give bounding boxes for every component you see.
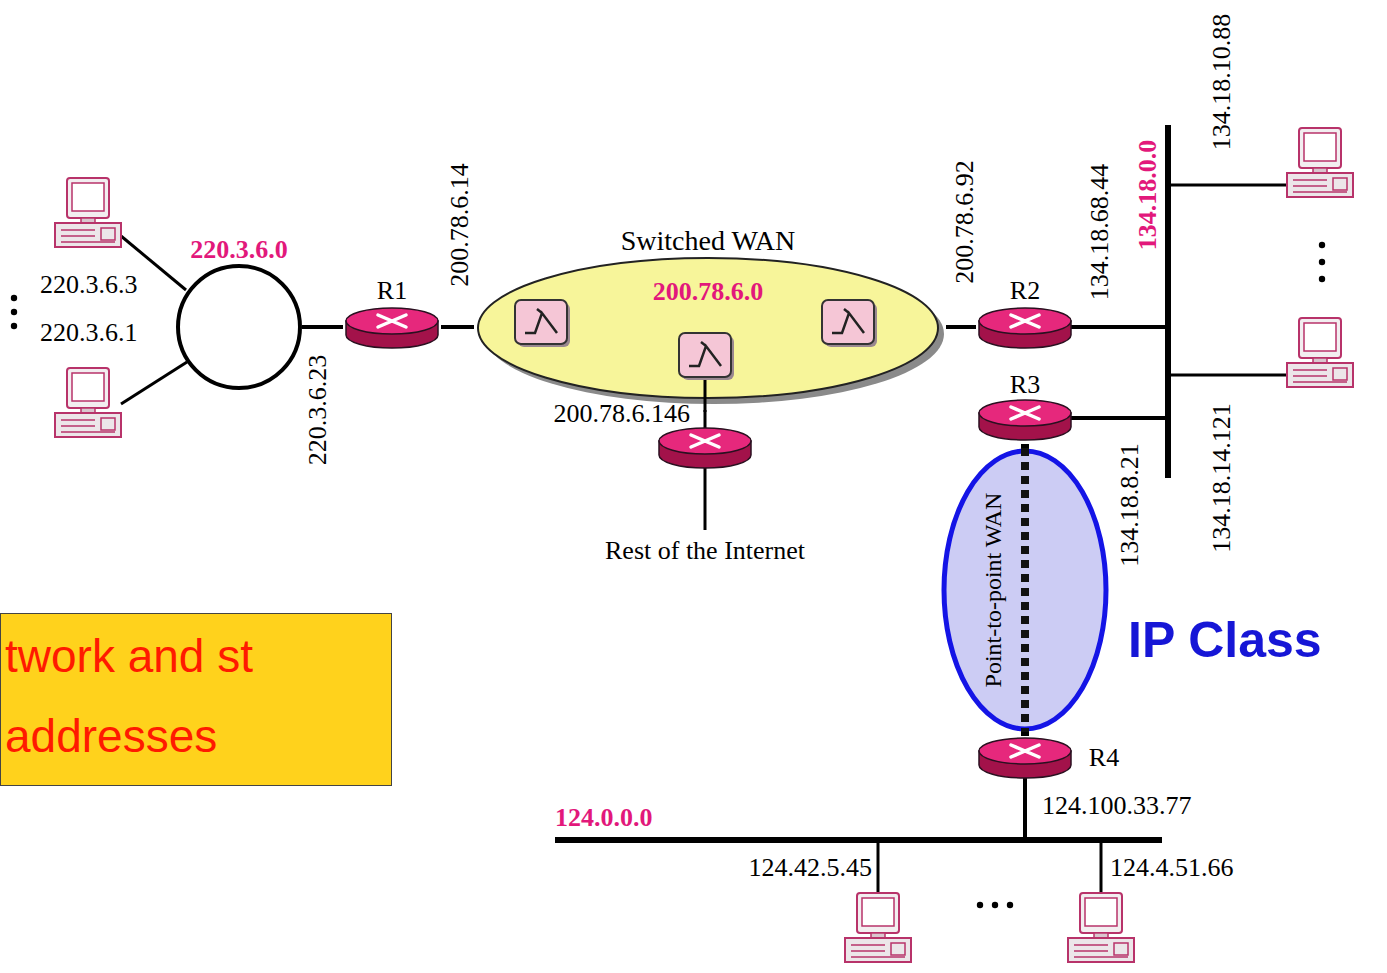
switch-symbol	[515, 300, 570, 347]
address-label: Rest of the Internet	[605, 538, 805, 564]
host-link	[1168, 184, 1288, 187]
router-shape	[977, 306, 1073, 352]
internet-link	[704, 466, 707, 530]
lan-bus	[555, 837, 1162, 843]
router-shape	[344, 306, 440, 352]
router-shape	[977, 736, 1073, 782]
address-label: 200.78.6.92	[952, 160, 978, 284]
router: R3	[976, 372, 1074, 444]
node-label: 200.78.6.0	[653, 278, 764, 307]
node-label: 220.3.6.0	[190, 236, 288, 265]
node-label: R1	[377, 277, 407, 306]
router-shape	[977, 398, 1073, 444]
address-label: 220.3.6.1	[40, 320, 138, 346]
address-label: 134.18.68.44	[1087, 164, 1113, 301]
router: R4	[979, 736, 1129, 782]
node-label: R3	[1010, 371, 1040, 400]
address-label: 220.3.6.3	[40, 272, 138, 298]
host-computer	[55, 178, 121, 247]
node-label: twork and st addresses	[5, 616, 389, 776]
node-label: Switched WAN	[621, 226, 795, 257]
more-dots	[11, 295, 17, 329]
router-symbol	[659, 428, 751, 468]
address-label: 134.18.8.21	[1117, 443, 1143, 567]
address-label: 134.18.14.121	[1209, 403, 1235, 553]
point-to-point-wan-shape	[941, 448, 1109, 732]
point-to-point-link	[1021, 732, 1029, 736]
network-link	[302, 325, 343, 329]
node-label: R4	[1089, 744, 1119, 773]
address-label: 124.42.5.45	[749, 855, 873, 881]
host-computer	[845, 893, 911, 962]
switched-wan: Switched WAN 200.78.6.0	[474, 226, 946, 412]
switch-symbol	[822, 300, 877, 347]
address-label: 124.4.51.66	[1110, 855, 1234, 881]
address-label: 134.18.0.0	[1135, 140, 1161, 251]
switch-symbol	[679, 333, 734, 380]
network-ring-shape	[176, 264, 302, 390]
router-link	[1070, 416, 1168, 420]
router-link	[1023, 778, 1027, 840]
host-computer	[1287, 318, 1353, 387]
network-link	[441, 325, 474, 329]
lan-bus	[1165, 125, 1171, 478]
address-label: 220.3.6.23	[305, 355, 331, 466]
more-dots	[1319, 242, 1325, 282]
host-link	[1168, 374, 1288, 377]
callout-box: twork and st addresses	[0, 613, 392, 786]
point-to-point-link	[1021, 444, 1029, 448]
host-computer	[1068, 893, 1134, 962]
host-link	[1100, 840, 1103, 894]
node-label: R2	[1010, 277, 1040, 306]
point-to-point-wan: Point-to-point WAN	[941, 448, 1109, 732]
address-label: 124.100.33.77	[1042, 793, 1192, 819]
address-label: 200.78.6.14	[447, 163, 473, 287]
address-label: 124.0.0.0	[555, 805, 653, 831]
heading-text: IP Class	[1128, 615, 1322, 665]
more-dots	[977, 902, 1013, 908]
router: R1	[343, 278, 441, 354]
host-link	[121, 362, 187, 404]
node-label: Point-to-point WAN	[980, 493, 1006, 688]
address-label: 134.18.10.88	[1209, 14, 1235, 151]
host-link	[877, 840, 880, 894]
network-link	[946, 325, 976, 329]
host-computer	[1287, 128, 1353, 197]
network-ring: 220.3.6.0	[176, 236, 302, 392]
router-link	[1070, 325, 1168, 329]
router: R2	[976, 278, 1074, 354]
address-label: 200.78.6.146	[554, 401, 691, 427]
host-computer	[55, 368, 121, 437]
